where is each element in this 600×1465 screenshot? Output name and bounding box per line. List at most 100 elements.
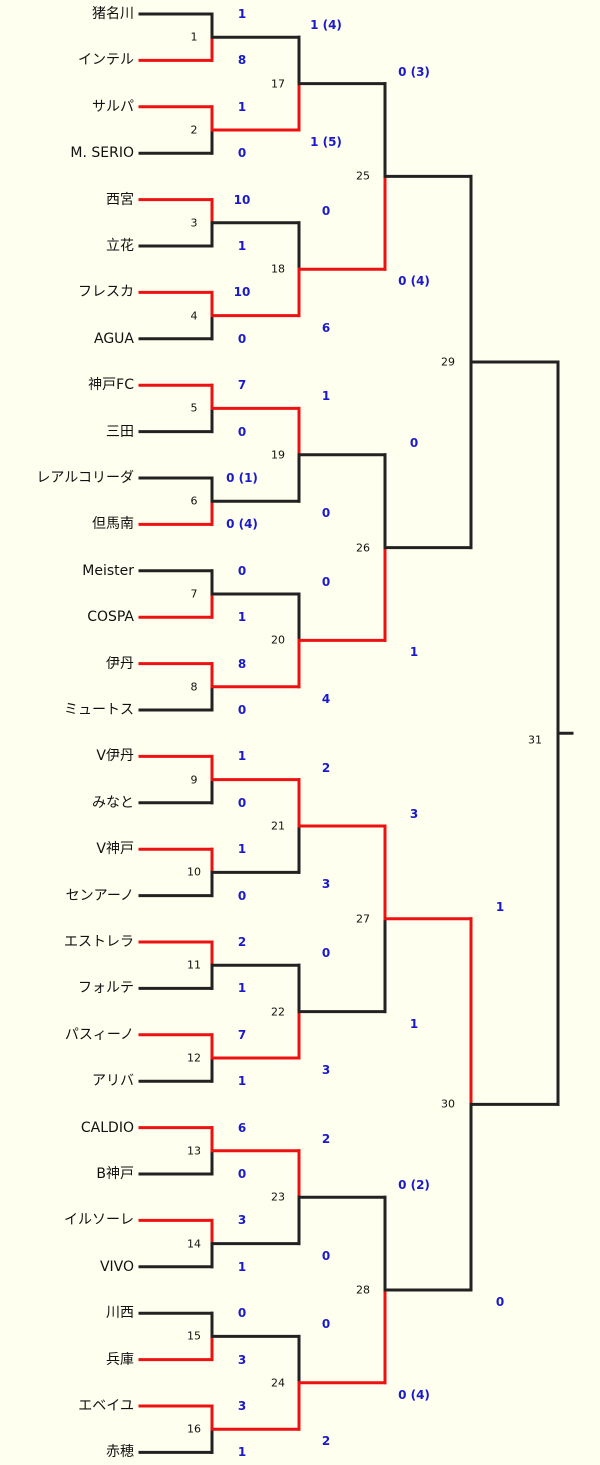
match-score: 1 — [321, 389, 331, 404]
team-score: 1 — [237, 1259, 247, 1274]
team-score: 0 — [237, 1167, 247, 1181]
match-number: 2 — [190, 123, 198, 137]
team-score: 6 — [237, 1120, 247, 1135]
match-number: 3 — [190, 216, 198, 230]
team-score: 8 — [237, 53, 247, 68]
match-number: 5 — [190, 401, 198, 415]
match-score: 0 — [321, 506, 331, 521]
team-score: 0 — [237, 563, 247, 578]
team-name: サルパ — [92, 98, 134, 115]
match-score: 1 — [495, 899, 505, 914]
team-score: 0 — [237, 424, 247, 439]
team-name: 川西 — [106, 1305, 134, 1322]
match-score: 3 — [409, 807, 419, 821]
team-score: 7 — [237, 1027, 247, 1042]
team-score: 0 — [237, 888, 247, 903]
team-name: みなと — [92, 794, 134, 811]
match-number: 18 — [271, 262, 285, 276]
team-score: 0 — [237, 795, 247, 810]
team-name: VIVO — [99, 1258, 134, 1275]
match-number: 11 — [187, 958, 201, 972]
match-number: 19 — [271, 448, 285, 462]
team-score: 10 — [233, 285, 251, 300]
match-score: 6 — [321, 320, 331, 335]
team-name: センアーノ — [65, 887, 134, 904]
team-score: 1 — [237, 981, 247, 996]
match-score: 0 — [321, 1317, 331, 1332]
match-score: 2 — [321, 760, 331, 775]
team-name: フォルテ — [78, 980, 134, 997]
match-score: 0 — [321, 946, 331, 961]
match-number: 26 — [356, 541, 370, 555]
team-score: 0 (4) — [226, 517, 258, 532]
team-score: 10 — [233, 192, 251, 207]
match-number: 8 — [190, 680, 198, 694]
team-name: 兵庫 — [106, 1351, 134, 1368]
team-name: アリバ — [92, 1073, 134, 1090]
match-score: 0 (3) — [398, 64, 430, 79]
match-score: 0 — [409, 435, 419, 450]
match-number: 27 — [356, 912, 370, 926]
team-name: エストレラ — [64, 934, 134, 950]
team-score: 1 — [237, 1445, 247, 1460]
team-name: AGUA — [93, 330, 134, 347]
match-number: 14 — [187, 1237, 201, 1251]
match-score: 2 — [321, 1131, 331, 1146]
team-score: 1 — [237, 7, 247, 21]
match-number: 4 — [190, 309, 198, 323]
match-number: 25 — [356, 169, 370, 183]
match-number: 15 — [187, 1329, 201, 1343]
team-score: 1 — [237, 610, 247, 625]
team-name: ミュートス — [64, 702, 134, 718]
team-score: 1 — [237, 239, 247, 253]
team-score: 1 — [237, 749, 247, 764]
match-number: 29 — [441, 355, 455, 369]
team-name: フレスカ — [78, 284, 134, 301]
match-number: 24 — [271, 1376, 285, 1390]
team-name: パスィーノ — [64, 1026, 134, 1043]
match-score: 0 — [495, 1295, 505, 1309]
team-name: インテル — [78, 52, 134, 69]
match-score: 4 — [321, 691, 331, 706]
match-score: 0 — [321, 203, 331, 218]
team-name: レアルコリーダ — [36, 470, 134, 486]
match-number: 16 — [187, 1422, 201, 1436]
match-number: 13 — [187, 1144, 201, 1158]
team-score: 0 — [237, 1306, 247, 1321]
match-score: 1 — [409, 645, 419, 660]
match-number: 21 — [271, 819, 285, 833]
match-number: 12 — [187, 1051, 201, 1065]
team-name: COSPA — [87, 609, 134, 626]
match-number: 28 — [356, 1283, 370, 1297]
team-name: 伊丹 — [106, 655, 134, 672]
team-name: 神戸FC — [88, 377, 134, 394]
team-score: 8 — [237, 656, 247, 671]
match-score: 0 — [321, 1248, 331, 1263]
match-number: 9 — [190, 773, 198, 787]
team-score: 0 — [237, 703, 247, 717]
match-score: 2 — [321, 1434, 331, 1449]
team-name: 猪名川 — [92, 6, 134, 22]
match-score: 3 — [321, 877, 331, 892]
match-number: 31 — [528, 733, 542, 747]
team-name: Meister — [82, 562, 134, 579]
team-score: 1 — [237, 99, 247, 114]
match-score: 0 (4) — [398, 1387, 430, 1402]
team-name: 赤穂 — [106, 1444, 134, 1461]
team-name: 但馬南 — [92, 516, 134, 533]
team-score: 1 — [237, 1074, 247, 1089]
match-score: 0 (4) — [398, 274, 430, 289]
team-score: 1 — [237, 842, 247, 857]
team-score: 0 — [237, 146, 247, 161]
match-number: 6 — [190, 494, 198, 508]
team-name: 西宮 — [106, 191, 134, 208]
team-name: B神戸 — [96, 1166, 134, 1182]
match-score: 0 — [321, 575, 331, 589]
match-number: 1 — [190, 30, 198, 44]
match-number: 20 — [271, 633, 285, 647]
match-number: 10 — [187, 865, 201, 879]
team-name: M. SERIO — [70, 145, 134, 162]
match-number: 22 — [271, 1005, 285, 1019]
team-score: 0 — [237, 331, 247, 346]
